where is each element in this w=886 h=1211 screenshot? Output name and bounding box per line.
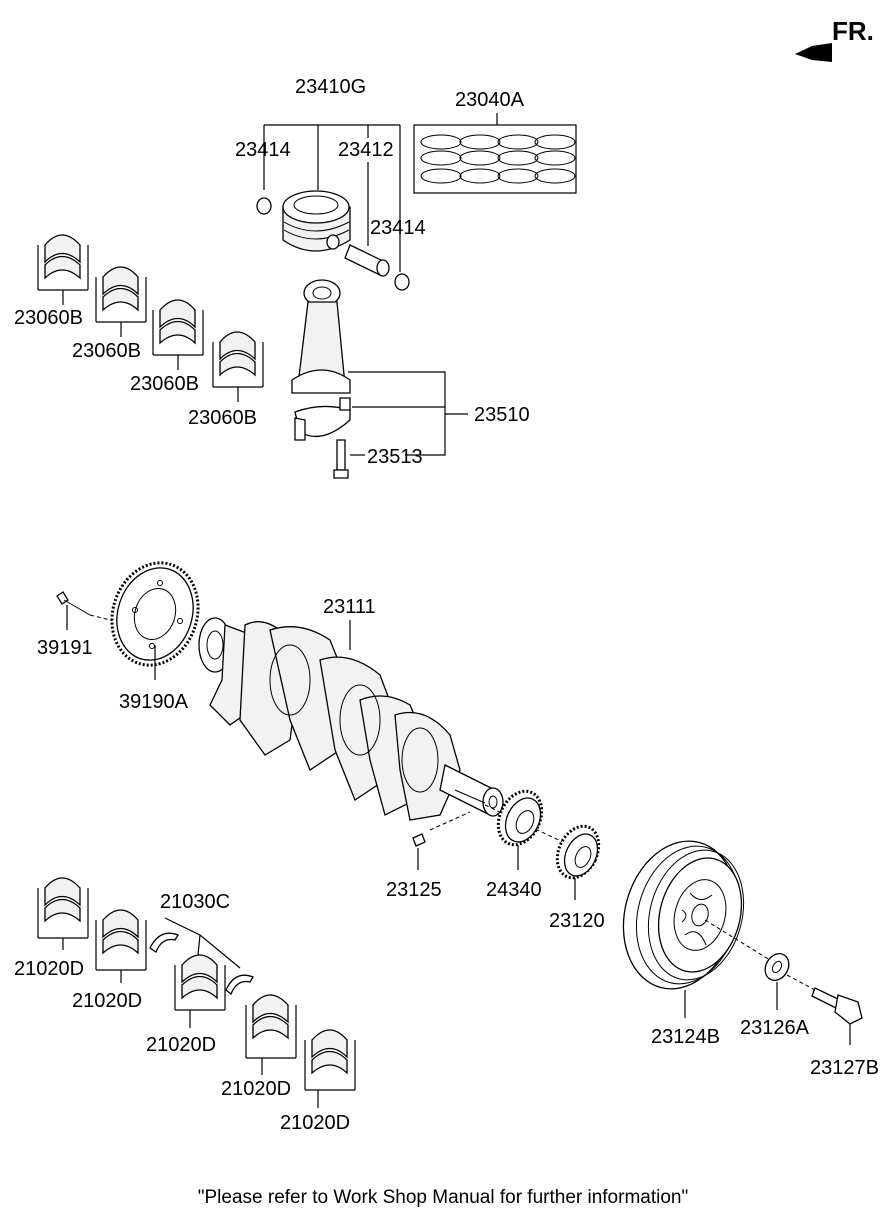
label-23410g[interactable]: 23410G — [295, 76, 366, 98]
drive-plate-bolt — [56, 591, 91, 616]
woodruff-key — [412, 833, 426, 847]
label-23111[interactable]: 23111 — [323, 596, 376, 618]
label-23412[interactable]: 23412 — [338, 139, 394, 161]
label-23510[interactable]: 23510 — [474, 404, 530, 426]
ring-set-box — [413, 124, 577, 194]
bearing-shell-4 — [219, 331, 256, 377]
bearing-shell-1 — [44, 234, 81, 280]
key-group: 23125 — [386, 833, 442, 901]
label-23127b[interactable]: 23127B — [810, 1057, 879, 1079]
label-23060b-2[interactable]: 23060B — [72, 340, 141, 362]
label-23124b[interactable]: 23124B — [651, 1026, 720, 1048]
label-23125[interactable]: 23125 — [386, 879, 442, 901]
label-21020d-5[interactable]: 21020D — [280, 1112, 350, 1134]
main-bearing-shell-5 — [311, 1029, 348, 1075]
connecting-rod — [291, 279, 351, 441]
label-23040a[interactable]: 23040A — [455, 89, 525, 111]
piston-rings — [420, 134, 576, 184]
snap-ring-right — [394, 273, 410, 291]
main-bearing-shell-3 — [181, 954, 218, 1000]
pulley-bolt-group: 23127B — [810, 987, 879, 1079]
label-39190a[interactable]: 39190A — [119, 691, 189, 713]
bearing-shell-2 — [102, 266, 139, 312]
orientation-indicator: FR. — [795, 16, 874, 62]
label-39191[interactable]: 39191 — [37, 637, 93, 659]
conrod-bolt — [333, 439, 349, 479]
connecting-rod-group: 23510 23513 — [291, 279, 530, 479]
piston — [282, 190, 351, 252]
sprocket — [496, 789, 544, 847]
label-21020d-1[interactable]: 21020D — [14, 958, 84, 980]
main-bearing-shell-2 — [102, 909, 139, 955]
damper-pulley-group: 23124B — [622, 840, 771, 1048]
washer — [764, 953, 790, 981]
thrust-washer-1 — [149, 932, 179, 953]
washer-group: 23126A — [740, 953, 816, 1039]
gear — [555, 824, 601, 880]
label-23414-right[interactable]: 23414 — [370, 217, 426, 239]
label-23513[interactable]: 23513 — [367, 446, 423, 468]
thrust-washer-group: 21030C — [149, 891, 254, 996]
label-21030c[interactable]: 21030C — [160, 891, 230, 913]
conrod-bearing-group: 23060B 23060B 23060B 23060B — [14, 234, 264, 429]
label-23120[interactable]: 23120 — [549, 910, 605, 932]
crankshaft-group: 23111 — [198, 596, 591, 856]
pulley-bolt — [811, 987, 863, 1025]
label-23126a[interactable]: 23126A — [740, 1017, 810, 1039]
crankshaft — [198, 617, 504, 821]
drive-plate — [110, 561, 200, 667]
orientation-label: FR. — [832, 16, 874, 46]
drive-plate-group: 39191 39190A — [37, 561, 200, 713]
label-23060b-4[interactable]: 23060B — [188, 407, 257, 429]
arrow-left-icon — [795, 43, 832, 62]
label-23060b-1[interactable]: 23060B — [14, 307, 83, 329]
footer-note: "Please refer to Work Shop Manual for fu… — [198, 1187, 688, 1208]
damper-pulley — [622, 840, 745, 990]
sprocket-group: 24340 — [486, 789, 544, 901]
gear-group: 23120 — [549, 824, 605, 932]
label-24340[interactable]: 24340 — [486, 879, 542, 901]
bearing-shell-3 — [159, 299, 196, 345]
piston-pin — [344, 244, 390, 277]
label-21020d-4[interactable]: 21020D — [221, 1078, 291, 1100]
ring-set-group: 23040A — [413, 89, 577, 194]
label-23414-left[interactable]: 23414 — [235, 139, 291, 161]
main-bearing-shell-4 — [252, 994, 289, 1040]
label-21020d-2[interactable]: 21020D — [72, 990, 142, 1012]
piston-group: 23410G 23414 23412 23414 — [235, 76, 426, 291]
label-21020d-3[interactable]: 21020D — [146, 1034, 216, 1056]
thrust-washer-2 — [225, 974, 254, 996]
snap-ring-left — [256, 197, 272, 215]
main-bearing-shell-1 — [44, 877, 81, 923]
label-23060b-3[interactable]: 23060B — [130, 373, 199, 395]
main-bearing-group: 21020D 21020D 21020D 21020D 21020D — [14, 877, 356, 1134]
